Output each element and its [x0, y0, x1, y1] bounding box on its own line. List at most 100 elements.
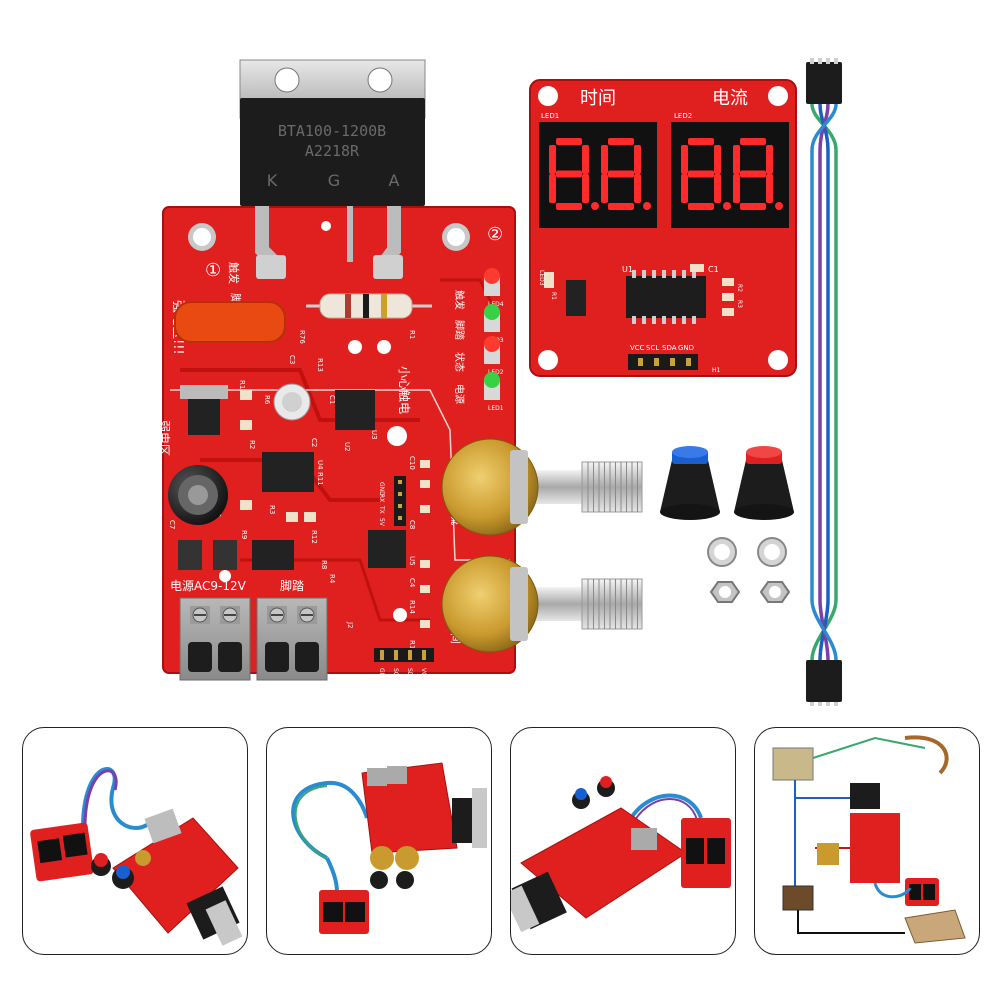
- main-product-photo: BTA100-1200B A2218R K G A 强电区!!! 弱电区 ① ②…: [157, 58, 842, 706]
- display-part-label: H1: [712, 367, 721, 374]
- part-label: R11: [316, 472, 324, 486]
- seven-segment-digit: [733, 138, 783, 210]
- status-led: [484, 268, 500, 284]
- mounting-nuts: [709, 581, 791, 603]
- display-led2-label: LED2: [674, 112, 692, 120]
- power-terminal-block: [179, 597, 251, 681]
- part-label: R76: [298, 330, 306, 344]
- uart-pin-label: TX: [378, 505, 385, 514]
- display-label-time: 时间: [580, 88, 616, 109]
- display-part-label: R1: [550, 292, 557, 300]
- mounting-washers: [707, 537, 787, 567]
- part-label: U3: [370, 430, 378, 440]
- part-label: R14: [408, 600, 416, 614]
- display-header-label: VCC: [630, 344, 645, 352]
- part-label: R1: [408, 330, 416, 339]
- blue-knob: [660, 446, 720, 520]
- trigger-label: 触发: [227, 262, 241, 284]
- part-label: C2: [310, 438, 318, 447]
- thumb-assembled-right: [266, 727, 492, 955]
- weak-power-zone-label: 弱电区: [157, 420, 171, 456]
- display-part-label: LED3: [538, 270, 545, 286]
- terminal-mark-2: ②: [487, 224, 503, 245]
- display-header-label: SCL: [646, 344, 659, 352]
- power-resistor-r76: [306, 293, 432, 319]
- seven-segment-digit: [601, 138, 651, 210]
- screw-terminals: [179, 597, 328, 681]
- part-label: R8: [320, 560, 328, 569]
- uart-pin-label: 5V: [378, 518, 385, 527]
- smd-components: [178, 385, 430, 628]
- status-led: [484, 372, 500, 388]
- pedal-terminal-block: [256, 597, 328, 681]
- display-header-label: GND: [678, 344, 694, 352]
- thumb-assembled-angle: [510, 727, 736, 955]
- main-header-pin-label: SDA: [406, 668, 413, 681]
- part-label: U4: [316, 460, 324, 470]
- potentiometer-time: [441, 555, 643, 653]
- side-label-pedal: 脚踏: [453, 320, 466, 340]
- part-label: C8: [408, 520, 416, 529]
- part-label: R15: [408, 640, 416, 654]
- triac-part-number: BTA100-1200B: [278, 122, 386, 140]
- side-label-status: 状态: [453, 352, 466, 372]
- status-leds: LED4LED3LED2LED1: [484, 268, 504, 412]
- led-label: LED1: [488, 405, 504, 412]
- part-label: R16: [238, 380, 246, 394]
- thumb-assembled-left: [22, 727, 248, 955]
- shock-warning-label: 小心触电: [397, 366, 411, 414]
- status-led: [484, 304, 500, 320]
- part-label: C1: [328, 395, 336, 404]
- cable-wire: [810, 103, 838, 661]
- cable-wire: [810, 103, 838, 661]
- part-label: R12: [310, 530, 318, 544]
- thumb-assembled-left-image: [30, 767, 243, 946]
- thumb-assembled-angle-image: [511, 776, 731, 933]
- led-label: LED2: [488, 369, 504, 376]
- part-label: U5: [408, 556, 416, 566]
- terminal-mark-1: ①: [205, 260, 221, 281]
- part-label: J2: [346, 621, 354, 629]
- part-label: R9: [240, 530, 248, 539]
- main-header-pin-label: GND: [378, 668, 385, 682]
- potentiometer-current: [441, 438, 643, 536]
- dupont-ribbon-cable: [806, 58, 842, 706]
- part-label: R3: [268, 505, 276, 514]
- display-chip-label: U1: [622, 265, 633, 274]
- part-label: R2: [248, 440, 256, 449]
- triac-pin-g: G: [328, 171, 340, 190]
- pedal-input-label: 脚踏: [280, 578, 304, 593]
- display-label-current: 电流: [712, 88, 748, 109]
- display-driver-chip: [626, 276, 706, 318]
- triac-legs: [255, 206, 403, 279]
- triac-pin-k: K: [267, 171, 278, 190]
- main-board-silkscreen: 强电区!!! 弱电区 ① ② 触发 脚踏 小心触电 电源AC9-12V 脚踏 触…: [157, 224, 503, 682]
- side-label-power: 电源: [453, 384, 466, 404]
- pin-headers: [374, 476, 434, 662]
- triac-body: BTA100-1200B A2218R K G A: [240, 98, 425, 206]
- triac-lot-code: A2218R: [305, 142, 360, 160]
- display-header-label: SDA: [662, 344, 677, 352]
- display-cap-label: C1: [708, 265, 719, 274]
- led-label: LED4: [488, 301, 504, 308]
- display-part-label: R2: [736, 284, 743, 292]
- main-header-pin-label: SCL: [392, 668, 399, 680]
- part-label: R6: [263, 395, 271, 405]
- part-label: U2: [343, 442, 351, 452]
- part-label: C10: [408, 456, 416, 470]
- thumb-wiring-diagram: [754, 727, 980, 955]
- uart-pin-label: GND: [378, 482, 385, 496]
- part-label: C4: [408, 578, 416, 588]
- side-label-trigger: 触发: [453, 290, 466, 310]
- cable-wire: [818, 103, 830, 661]
- display-pin-header: [628, 354, 698, 370]
- safety-capacitor: [174, 301, 286, 343]
- display-led1-label: LED1: [541, 112, 559, 120]
- thumb-assembled-right-image: [291, 762, 487, 934]
- cable-wire: [818, 103, 830, 661]
- thumb-wiring-diagram-image: [772, 735, 966, 944]
- red-knob: [734, 446, 794, 520]
- part-label: C3: [288, 355, 296, 364]
